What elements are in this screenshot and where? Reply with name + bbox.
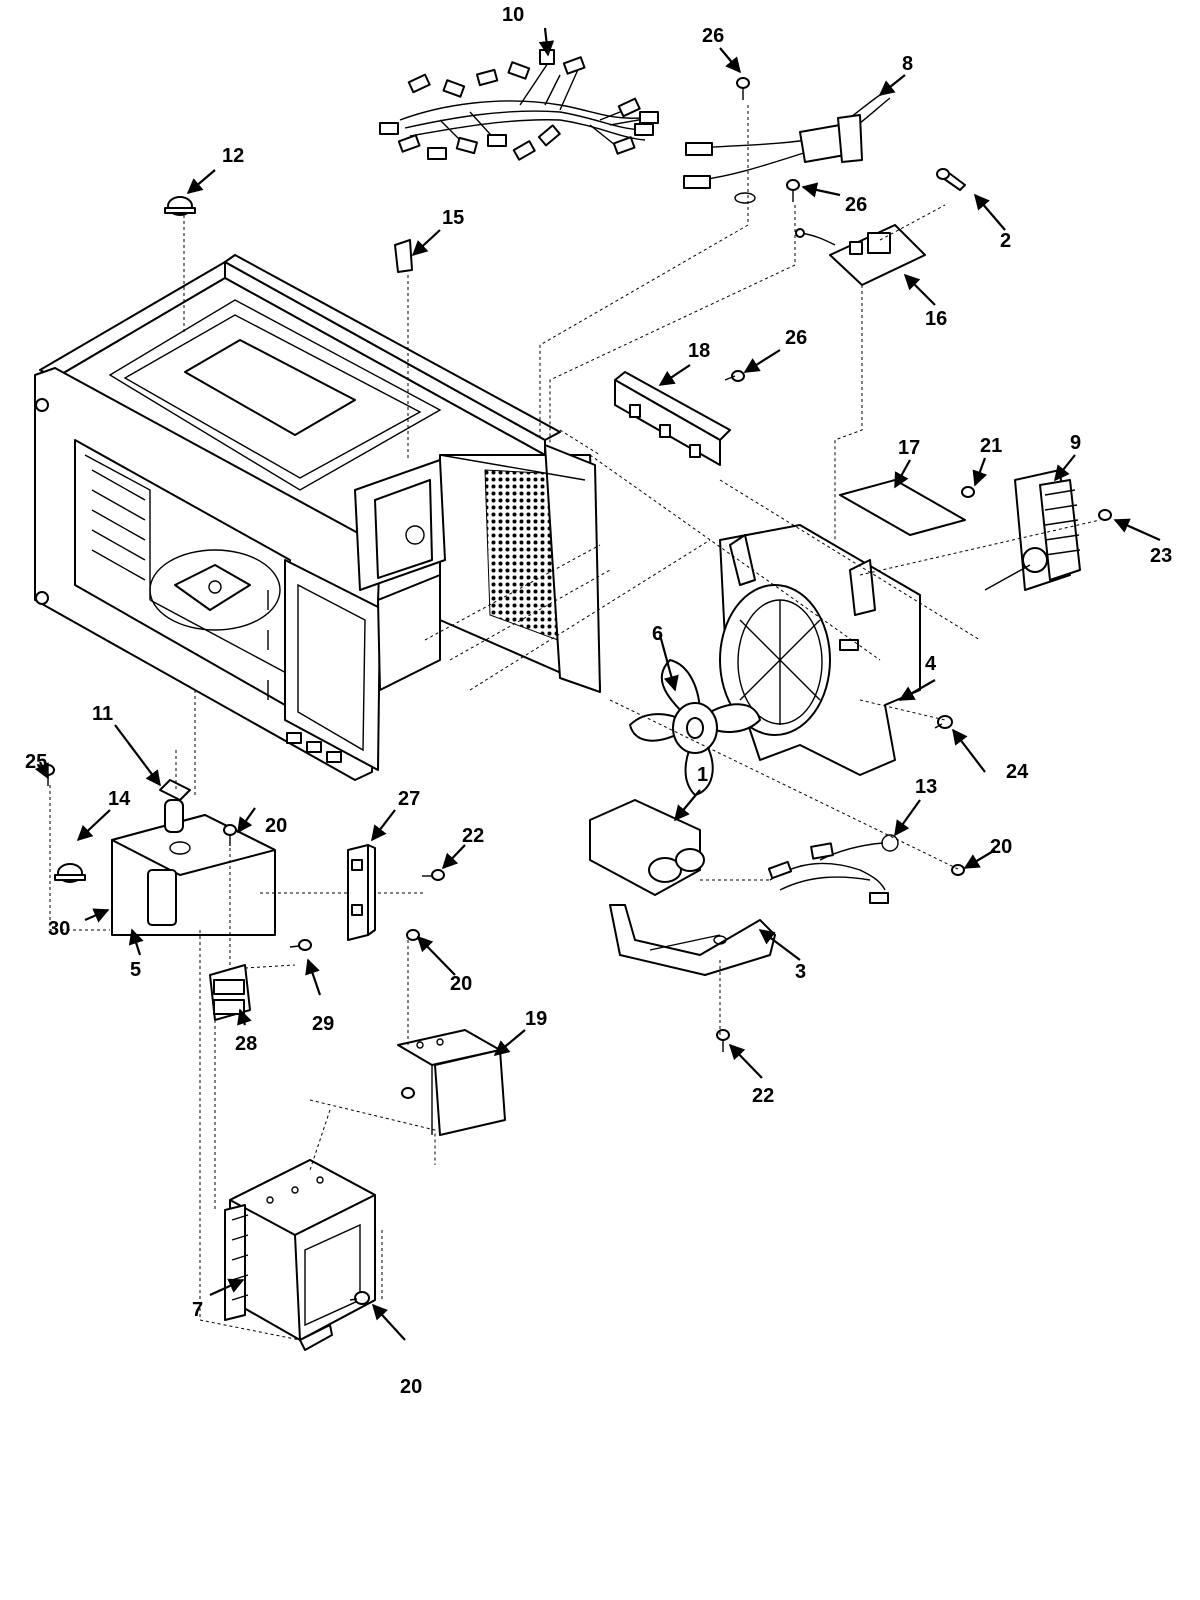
capacitor-bracket	[609, 904, 776, 976]
wire-harness	[379, 49, 659, 161]
callout-24: 24	[1006, 761, 1029, 783]
bracket-19	[397, 1029, 506, 1136]
callout-15: 15	[442, 207, 464, 229]
fan-motor	[984, 469, 1081, 591]
callout-27: 27	[398, 788, 420, 810]
callout-22b: 22	[752, 1085, 774, 1107]
callout-30: 30	[48, 918, 70, 940]
callout-12: 12	[222, 145, 244, 167]
thermostat-12	[164, 196, 196, 216]
callout-20d: 20	[400, 1376, 422, 1398]
thermostat-11	[159, 779, 191, 833]
callout-2: 2	[1000, 230, 1011, 252]
callout-26b: 26	[845, 194, 867, 216]
callout-labels: 1 2 3 4 5 6 7 8 9 10 11 12 13 14 15 16 1…	[25, 4, 1172, 1398]
cover-18	[614, 371, 731, 466]
callout-10: 10	[502, 4, 524, 26]
hv-transformer	[224, 1159, 376, 1351]
callout-20a: 20	[265, 815, 287, 837]
callout-3: 3	[795, 961, 806, 983]
callout-4: 4	[925, 653, 937, 675]
callout-26c: 26	[785, 327, 807, 349]
callout-arrows	[34, 27, 1161, 1341]
fan-blade	[629, 659, 761, 796]
plate-17	[839, 479, 966, 536]
callout-17: 17	[898, 437, 920, 459]
callout-26a: 26	[702, 25, 724, 47]
callout-11: 11	[92, 703, 113, 725]
screws	[41, 77, 1112, 1305]
control-box-5	[111, 814, 276, 936]
fan-duct	[719, 524, 921, 776]
callout-9: 9	[1070, 432, 1081, 454]
callout-25: 25	[25, 751, 47, 773]
assembly-guide-lines	[49, 105, 1101, 1341]
callout-6: 6	[652, 623, 663, 645]
callout-7: 7	[192, 1299, 203, 1321]
callout-13: 13	[915, 776, 937, 798]
latch-15	[394, 239, 413, 273]
switch-27	[347, 844, 376, 941]
oven-cavity-frame	[34, 254, 601, 781]
callout-28: 28	[235, 1033, 257, 1055]
callout-5: 5	[130, 959, 141, 981]
thermostat-14	[54, 863, 86, 883]
callout-18: 18	[688, 340, 710, 362]
callout-16: 16	[925, 308, 947, 330]
callout-21: 21	[980, 435, 1002, 457]
power-cord	[683, 94, 891, 204]
wire-13	[767, 834, 899, 904]
callout-20b: 20	[990, 836, 1012, 858]
callout-29: 29	[312, 1013, 334, 1035]
callout-23: 23	[1150, 545, 1172, 567]
filter-28	[209, 964, 251, 1021]
callout-20c: 20	[450, 973, 472, 995]
fuse	[936, 168, 966, 191]
callout-22a: 22	[462, 825, 484, 847]
callout-8: 8	[902, 53, 913, 75]
capacitor	[589, 799, 705, 896]
callout-1: 1	[697, 764, 708, 786]
noise-filter-board	[795, 224, 926, 286]
callout-19: 19	[525, 1008, 547, 1030]
callout-14: 14	[108, 788, 131, 810]
